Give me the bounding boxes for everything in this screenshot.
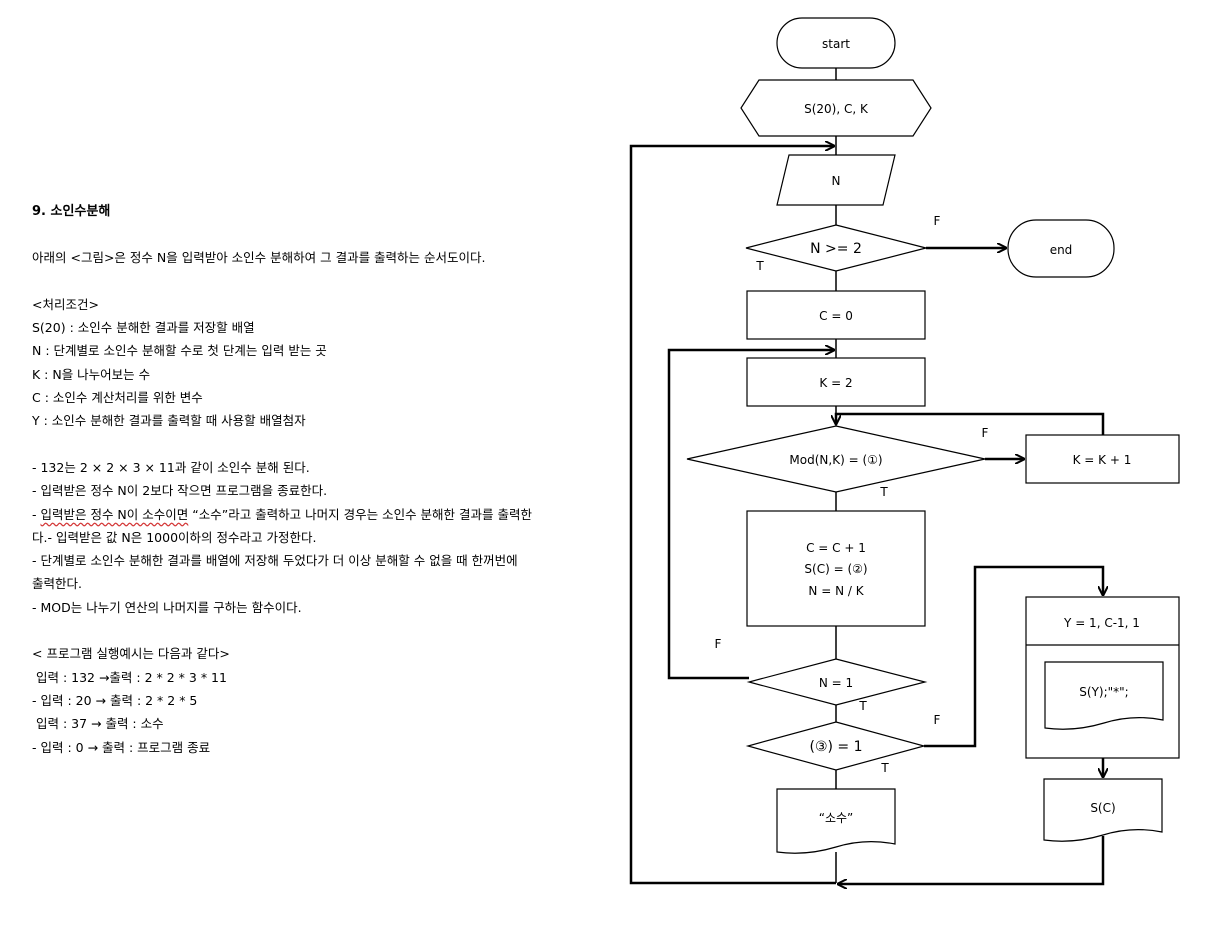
note-item: - 입력받은 정수 N이 소수이면 “소수”라고 출력하고 나머지 경우는 소인… xyxy=(32,503,607,526)
process-line: N = N / K xyxy=(808,584,864,598)
note-item: 출력한다. xyxy=(32,576,82,592)
c-init-label: C = 0 xyxy=(819,309,853,323)
k-increment-label: K = K + 1 xyxy=(1073,453,1132,467)
spellcheck-underlined-text: 입력받은 정수 N이 소수이면 xyxy=(40,506,189,522)
branch-label-false: F xyxy=(934,214,941,228)
branch-label-true: T xyxy=(858,699,867,713)
branch-label-true: T xyxy=(880,761,889,775)
declare-label: S(20), C, K xyxy=(804,102,869,116)
note-item: - 132는 2 × 2 × 3 × 11과 같이 소인수 분해 된다. xyxy=(32,459,310,475)
declare-hexagon xyxy=(740,79,932,137)
k-loop-back-arrow xyxy=(836,412,1105,435)
condition-item: Y : 소인수 분해한 결과를 출력할 때 사용할 배열첨자 xyxy=(32,413,306,429)
process-line: S(C) = (②) xyxy=(804,562,867,576)
example-item: - 입력 : 0 → 출력 : 프로그램 종료 xyxy=(32,739,211,755)
conditions-header: <처리조건> xyxy=(32,296,99,312)
branch-label-false: F xyxy=(934,713,941,727)
example-item: 입력 : 132 →출력 : 2 * 2 * 3 * 11 xyxy=(32,669,227,685)
end-terminator xyxy=(1007,219,1115,278)
to-print-loop-arrow xyxy=(924,565,1103,748)
condition-item: K : N을 나누어보는 수 xyxy=(32,366,151,382)
start-label: start xyxy=(822,37,850,51)
mod-check-label: Mod(N,K) = (①) xyxy=(789,453,882,467)
condition-item: S(20) : 소인수 분해한 결과를 저장할 배열 xyxy=(32,320,255,336)
condition-item: C : 소인수 계산처리를 위한 변수 xyxy=(32,390,203,406)
problem-title: 9. 소인수분해 xyxy=(32,204,111,219)
branch-label-true: T xyxy=(879,485,888,499)
problem-intro: 아래의 <그림>은 정수 N을 입력받아 소인수 분해하여 그 결과를 출력하는… xyxy=(32,250,486,266)
k-init-process xyxy=(746,357,926,407)
note-item: - 단계별로 소인수 분해한 결과를 배열에 저장해 두었다가 더 이상 분해할… xyxy=(32,553,518,569)
loop-output-label: S(Y);"*"; xyxy=(1079,685,1128,699)
n-equals-one-label: N = 1 xyxy=(819,676,853,690)
last-output-document xyxy=(1043,778,1163,842)
example-item: - 입력 : 20 → 출력 : 2 * 2 * 5 xyxy=(32,692,198,708)
k-increment-process xyxy=(1025,434,1180,484)
last-output-label: S(C) xyxy=(1090,801,1115,815)
loop-header-label: Y = 1, C-1, 1 xyxy=(1063,616,1140,630)
n-loop-arrow xyxy=(667,350,834,680)
k-init-label: K = 2 xyxy=(819,376,852,390)
note-item: 다.- 입력받은 값 N은 1000이하의 정수라고 가정한다. xyxy=(32,529,317,545)
prime-output-document xyxy=(776,788,896,854)
restart-loop-arrow xyxy=(629,146,836,885)
n-check-label: N >= 2 xyxy=(810,241,862,257)
input-parallelogram xyxy=(776,154,896,206)
end-label: end xyxy=(1050,243,1073,257)
branch-label-false: F xyxy=(982,426,989,440)
input-label: N xyxy=(832,174,841,188)
blank3-check-label: (③) = 1 xyxy=(809,739,862,755)
process-line: C = C + 1 xyxy=(806,541,866,555)
example-item: 입력 : 37 → 출력 : 소수 xyxy=(32,716,164,732)
note-text: “소수”라고 출력하고 나머지 경우는 소인수 분해한 결과를 출력한 xyxy=(188,506,533,522)
note-dash: - xyxy=(32,506,41,522)
loop-output-document xyxy=(1044,661,1164,730)
note-item: - 입력받은 정수 N이 2보다 작으면 프로그램을 종료한다. xyxy=(32,483,328,499)
c-init-process xyxy=(746,290,926,340)
examples-header: < 프로그램 실행예시는 다음과 같다> xyxy=(32,646,230,662)
branch-label-false: F xyxy=(715,637,722,651)
branch-label-true: T xyxy=(755,259,764,273)
output-to-restart-arrow xyxy=(838,836,1105,884)
problem-text: 9. 소인수분해 아래의 <그림>은 정수 N을 입력받아 소인수 분해하여 그… xyxy=(32,200,607,759)
prime-output-label: “소수” xyxy=(819,811,854,825)
condition-item: N : 단계별로 소인수 분해할 수로 첫 단계는 입력 받는 곳 xyxy=(32,343,327,359)
note-item: - MOD는 나누기 연산의 나머지를 구하는 함수이다. xyxy=(32,599,302,615)
